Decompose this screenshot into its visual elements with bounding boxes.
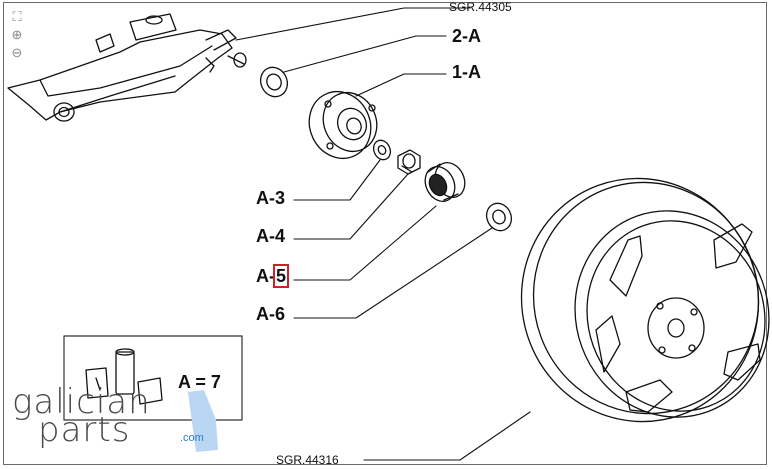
sgr-44305-label[interactable]: SGR.44305	[449, 0, 512, 14]
kit-inset-box	[63, 335, 243, 421]
part-a5-prefix: A-	[256, 266, 275, 286]
part-1a-label[interactable]: 1-A	[452, 62, 482, 82]
hub-1a-part	[308, 91, 378, 159]
part-a3-label[interactable]: A-3	[256, 188, 286, 208]
nut-a4-part	[397, 149, 421, 175]
leader-sgr-top	[235, 7, 471, 41]
leader-a3	[293, 159, 381, 201]
leader-a4	[293, 173, 409, 240]
watermark-domain: .com	[180, 432, 204, 444]
part-a5-selected-number[interactable]: 5	[272, 264, 290, 288]
wheel-rim-part	[520, 177, 770, 423]
suspension-arm-part	[7, 13, 247, 122]
kit-parts-drawing	[85, 348, 163, 405]
part-2a-label[interactable]: 2-A	[452, 26, 482, 46]
leader-sgr-bottom	[363, 411, 531, 461]
part-a5-label[interactable]: A-5	[256, 264, 290, 288]
zoom-in-icon[interactable]: ⊕	[11, 27, 23, 42]
leader-2a	[283, 35, 447, 73]
part-a4-label[interactable]: A-4	[256, 226, 286, 246]
washer-2a-part	[259, 66, 289, 98]
zoom-out-icon[interactable]: ⊖	[11, 45, 23, 60]
cap-a5-part	[424, 161, 466, 203]
leader-a5	[293, 205, 437, 281]
leader-a6	[293, 227, 493, 319]
kit-a7-label[interactable]: A = 7	[178, 372, 221, 392]
watermark-galician: galician	[12, 382, 151, 422]
sgr-44316-label[interactable]: SGR.44316	[276, 453, 339, 467]
watermark-parts: parts	[38, 410, 131, 450]
watermark-shape	[188, 390, 218, 452]
washer-a6-part	[485, 202, 513, 232]
part-a6-label[interactable]: A-6	[256, 304, 286, 324]
washer-a3-part	[372, 139, 392, 161]
fit-icon[interactable]: ⛶	[12, 9, 22, 24]
diagram-frame	[3, 2, 767, 465]
leader-1a	[355, 73, 447, 97]
